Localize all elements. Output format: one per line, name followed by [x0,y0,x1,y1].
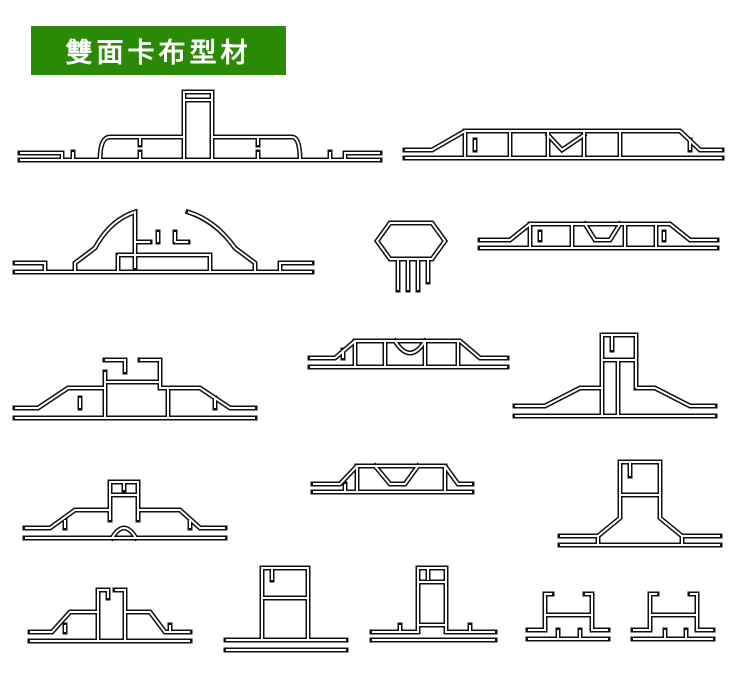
profile-3 [12,208,315,275]
profile-15-hollow [528,593,608,640]
profile-5-hollow [480,223,717,249]
profile-6 [307,337,510,370]
profile-11-outline [557,459,723,548]
profile-5 [477,220,720,251]
profile-12-outline [27,587,193,644]
profile-9 [310,462,475,495]
profile-16-hollow [633,593,713,640]
profile-14 [369,565,498,643]
profile-4-hollow [375,222,447,290]
profile-3-hollow [15,210,312,273]
profile-7-hollow [15,359,255,419]
profile-2 [402,128,725,161]
profile-16 [630,591,716,642]
profile-15-outline [525,591,611,642]
profile-2-hollow [405,130,722,159]
profile-4 [373,220,449,293]
profile-10 [22,479,228,542]
profile-9-hollow [313,465,472,493]
title-banner: 雙面卡布型材 [31,26,286,75]
profile-1 [17,89,383,163]
profile-13-hollow [226,567,346,651]
profile-11-hollow [560,461,720,546]
profile-8 [512,332,718,419]
profile-16-outline [630,591,716,642]
profile-2-outline [402,128,725,161]
profile-1-hollow [20,91,380,161]
profile-8-hollow [515,334,715,417]
profile-13-outline [223,565,349,653]
profile-10-outline [22,479,228,542]
profile-14-hollow [372,567,495,641]
profile-12-hollow [30,589,190,642]
title-text: 雙面卡布型材 [65,38,252,69]
profile-7-outline [12,357,258,421]
profile-1-outline [17,89,383,163]
profile-11 [557,459,723,548]
profile-10-hollow [25,481,225,539]
profile-15 [525,591,611,642]
profile-14-outline [369,565,498,643]
profile-6-hollow [310,340,507,368]
profile-7 [12,357,258,421]
profile-12 [27,587,193,644]
profile-13 [223,565,349,653]
profile-3-outline [12,208,315,275]
